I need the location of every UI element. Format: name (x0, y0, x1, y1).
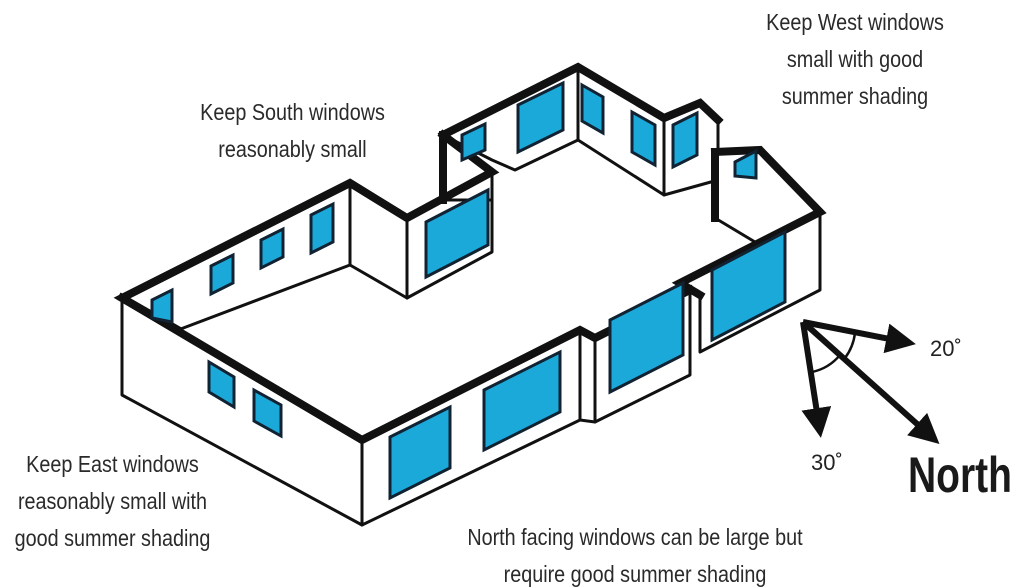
window (608, 280, 685, 395)
angle-arc-30 (811, 354, 841, 374)
label-line: good summer shading (14, 525, 211, 551)
label-line: Keep East windows (26, 451, 199, 477)
window (259, 226, 285, 271)
window (671, 110, 699, 170)
north-windows-label: North facing windows can be large but re… (433, 519, 837, 587)
west-windows-label: Keep West windows small with good summer… (752, 4, 958, 115)
label-line: North facing windows can be large but (467, 524, 803, 550)
label-line: Keep West windows (766, 9, 944, 35)
window (309, 201, 335, 256)
north-label: North (908, 447, 1012, 503)
arrow-north (801, 319, 940, 444)
windows (150, 80, 787, 501)
label-line: reasonably small with (17, 488, 208, 514)
label-line: small with good (786, 46, 924, 72)
window (630, 109, 657, 168)
compass (800, 319, 940, 444)
arrow-20-degrees (802, 319, 916, 354)
angle-arc-20 (843, 332, 857, 359)
arrow-30-degrees (800, 321, 832, 438)
south-windows-label: Keep South windows reasonably small (187, 94, 398, 168)
label-line: require good summer shading (503, 561, 767, 587)
east-windows-label: Keep East windows reasonably small with … (7, 446, 218, 557)
angle-30-label: 30˚ (811, 450, 843, 475)
window (150, 287, 174, 324)
window (207, 359, 236, 410)
window (482, 349, 562, 453)
window (209, 252, 235, 297)
window (710, 229, 787, 343)
window (580, 82, 605, 136)
label-line: Keep South windows (200, 99, 385, 125)
window (252, 387, 283, 439)
north-wall-step (578, 328, 597, 424)
window (460, 121, 487, 163)
label-line: reasonably small (218, 136, 367, 162)
label-line: summer shading (781, 83, 929, 109)
window (733, 148, 758, 180)
window (516, 80, 565, 155)
window (424, 187, 490, 280)
angle-20-label: 20˚ (930, 336, 962, 361)
window (388, 404, 452, 501)
